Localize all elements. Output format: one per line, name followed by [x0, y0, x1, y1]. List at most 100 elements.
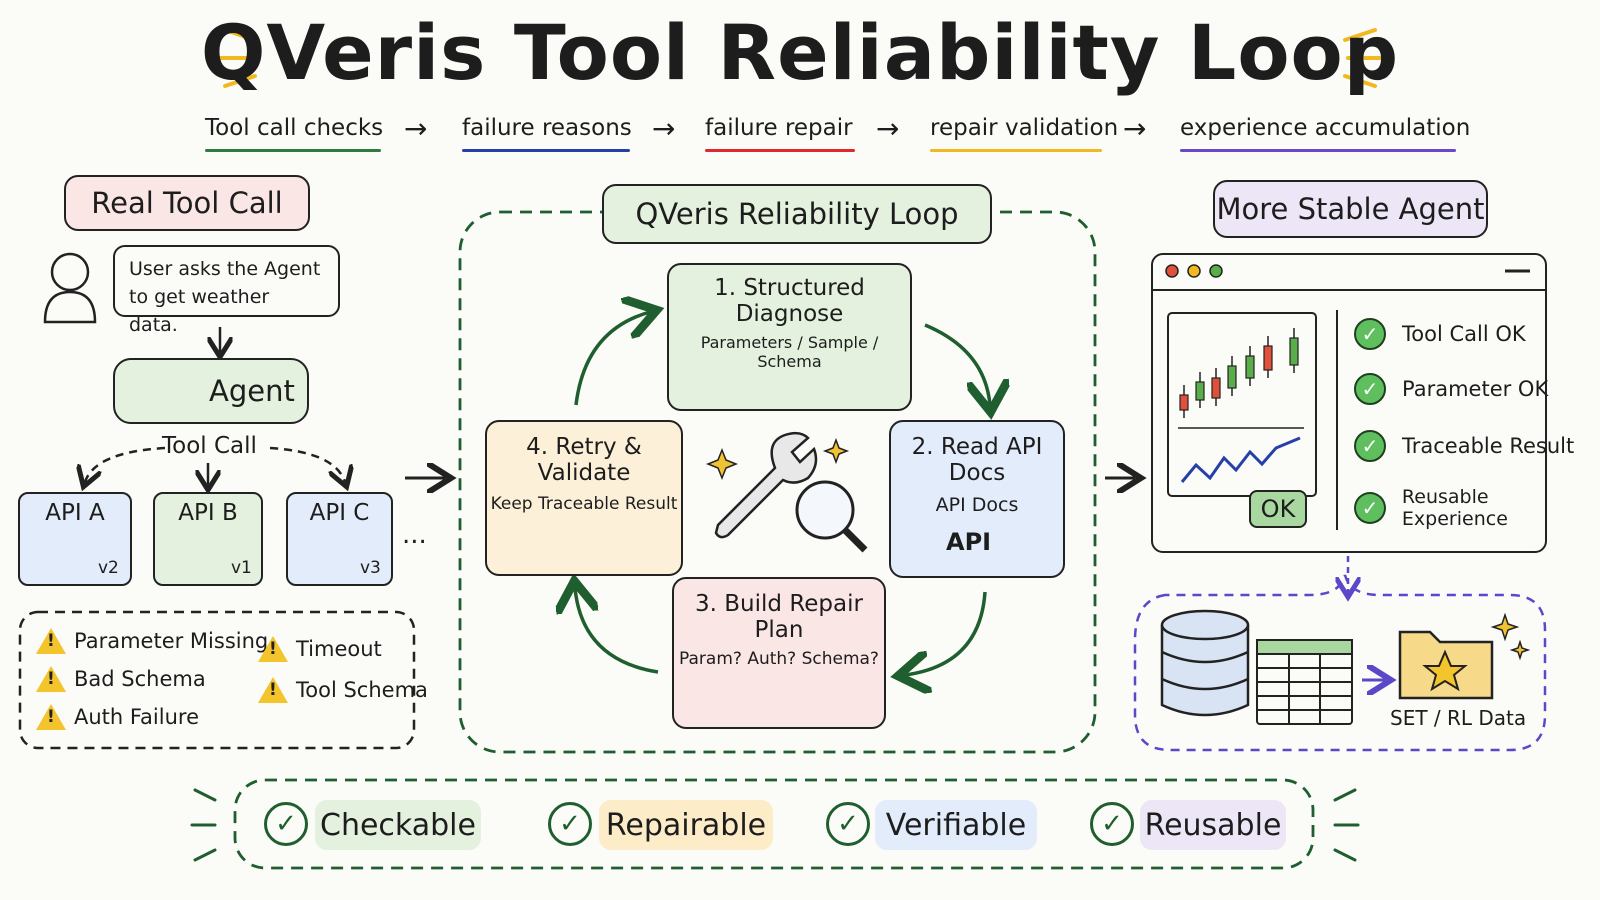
bottom-rays-left	[190, 788, 217, 862]
failure-timeout: Timeout	[258, 636, 382, 662]
node-4-subtitle: Keep Traceable Result	[490, 494, 678, 514]
step-failure-reasons: failure reasons	[462, 115, 632, 141]
user-bubble-line-1: User asks the Agent	[129, 258, 321, 280]
warning-icon	[258, 636, 288, 662]
step-experience-accumulation: experience accumulation	[1180, 115, 1471, 141]
failure-bad-schema: Bad Schema	[36, 666, 206, 692]
chart-panel	[1167, 312, 1317, 497]
data-frame	[1133, 574, 1547, 752]
candle-body	[1289, 337, 1299, 366]
check-icon: ✓	[1354, 430, 1386, 462]
arrow-to-api-c	[269, 446, 345, 482]
sparkle-icons	[705, 437, 850, 481]
reliability-loop-header: QVeris Reliability Loop	[602, 184, 992, 244]
user-icon	[43, 252, 97, 324]
title-rays-left	[218, 28, 257, 88]
window-controls	[1165, 264, 1530, 278]
warning-icon	[36, 666, 66, 692]
warning-icon	[36, 628, 66, 654]
status-parameter-ok: ✓Parameter OK	[1354, 373, 1548, 405]
arrow-to-api-a	[85, 446, 166, 482]
more-stable-agent-label: More Stable Agent	[1216, 192, 1485, 226]
candle-body	[1211, 377, 1221, 399]
real-tool-call-header: Real Tool Call	[64, 175, 310, 231]
failure-frame	[18, 610, 416, 750]
step-underline-3	[705, 149, 855, 152]
node-3-title: 3. Build Repair Plan	[695, 591, 863, 643]
user-speech-bubble: User asks the Agent to get weather data.	[113, 245, 340, 336]
step-arrow-4: →	[1123, 112, 1147, 145]
step-failure-repair: failure repair	[705, 115, 853, 141]
candle-body	[1227, 365, 1237, 389]
pill-checkable: Checkable	[315, 800, 481, 850]
failure-parameter-missing: Parameter Missing	[36, 628, 268, 654]
step-arrow-1: →	[404, 112, 428, 145]
step-underline-5	[1180, 149, 1456, 152]
node-1-subtitle: Parameters / Sample / Schema	[700, 333, 879, 371]
arrow-node1-to-node2	[924, 323, 990, 405]
data-label: SET / RL Data	[1390, 706, 1527, 730]
node-3-subtitle: Param? Auth? Schema?	[679, 649, 879, 669]
warning-icon	[258, 677, 288, 703]
real-tool-call-label: Real Tool Call	[91, 186, 283, 220]
candle-body	[1179, 394, 1189, 411]
loop-node-2-read-docs[interactable]: 2. Read API Docs API Docs API	[889, 420, 1065, 578]
candle-body	[1263, 345, 1273, 371]
api-a-name: API A	[45, 500, 105, 526]
more-apis-ellipsis: ...	[402, 520, 427, 550]
node-2-api-text: API	[946, 528, 992, 556]
api-c-card[interactable]: API C v3	[286, 492, 393, 586]
loop-frame	[458, 210, 1097, 754]
pill-reusable: Reusable	[1140, 800, 1286, 850]
folder-star-icon	[1398, 630, 1494, 700]
api-b-card[interactable]: API B v1	[153, 492, 263, 586]
repairable-check-icon: ✓	[548, 802, 592, 846]
status-tool-call-ok: ✓Tool Call OK	[1354, 318, 1526, 350]
arrow-node2-to-node3	[905, 591, 987, 675]
api-a-card[interactable]: API A v2	[18, 492, 132, 586]
step-arrow-3: →	[876, 112, 900, 145]
loop-node-4-retry-validate[interactable]: 4. Retry & Validate Keep Traceable Resul…	[485, 420, 683, 576]
check-icon: ✓	[1354, 373, 1386, 405]
ok-button[interactable]: OK	[1249, 490, 1307, 528]
step-arrow-2: →	[652, 112, 676, 145]
failure-tool-schema: Tool Schema	[258, 677, 428, 703]
api-a-version: v2	[98, 558, 119, 578]
step-repair-validation: repair validation	[930, 115, 1119, 141]
magnifier-center-icon	[795, 480, 868, 553]
candlestick-chart	[1179, 328, 1299, 418]
failure-auth-failure: Auth Failure	[36, 704, 199, 730]
node-2-title: 2. Read API Docs	[911, 434, 1043, 486]
agent-box: Agent	[113, 358, 309, 424]
arrow-node4-to-node1	[574, 312, 650, 406]
loop-node-1-diagnose[interactable]: 1. Structured Diagnose Parameters / Samp…	[667, 263, 912, 411]
step-underline-2	[462, 149, 630, 152]
node-1-title: 1. Structured Diagnose	[714, 275, 865, 327]
pill-repairable: Repairable	[599, 800, 773, 850]
step-underline-1	[205, 149, 381, 152]
api-c-name: API C	[309, 500, 370, 526]
reliability-loop-label: QVeris Reliability Loop	[635, 197, 959, 231]
sparkle-right-icons	[1490, 612, 1531, 661]
status-traceable-result: ✓Traceable Result	[1354, 430, 1574, 462]
node-4-title: 4. Retry & Validate	[526, 434, 642, 486]
agent-window	[1151, 253, 1547, 553]
trend-line	[1180, 436, 1301, 483]
user-bubble-line-2: to get weather data.	[129, 286, 270, 336]
loop-node-3-repair-plan[interactable]: 3. Build Repair Plan Param? Auth? Schema…	[672, 577, 886, 729]
check-icon: ✓	[1354, 318, 1386, 350]
step-tool-call-checks: Tool call checks	[205, 115, 384, 141]
api-b-name: API B	[178, 500, 238, 526]
status-reusable-experience: ✓Reusable Experience	[1354, 486, 1600, 530]
title-rays-right	[1343, 28, 1382, 88]
node-2-subtitle: API Docs	[935, 494, 1019, 516]
database-icon	[1160, 609, 1250, 717]
arrow-node3-to-node4	[575, 588, 659, 674]
api-c-version: v3	[360, 558, 381, 578]
agent-label: Agent	[209, 374, 295, 408]
pill-verifiable: Verifiable	[875, 800, 1037, 850]
candle-body	[1245, 355, 1255, 379]
page-title: QVeris Tool Reliability Loop	[200, 8, 1400, 97]
reusable-check-icon: ✓	[1090, 802, 1134, 846]
warning-icon	[36, 704, 66, 730]
